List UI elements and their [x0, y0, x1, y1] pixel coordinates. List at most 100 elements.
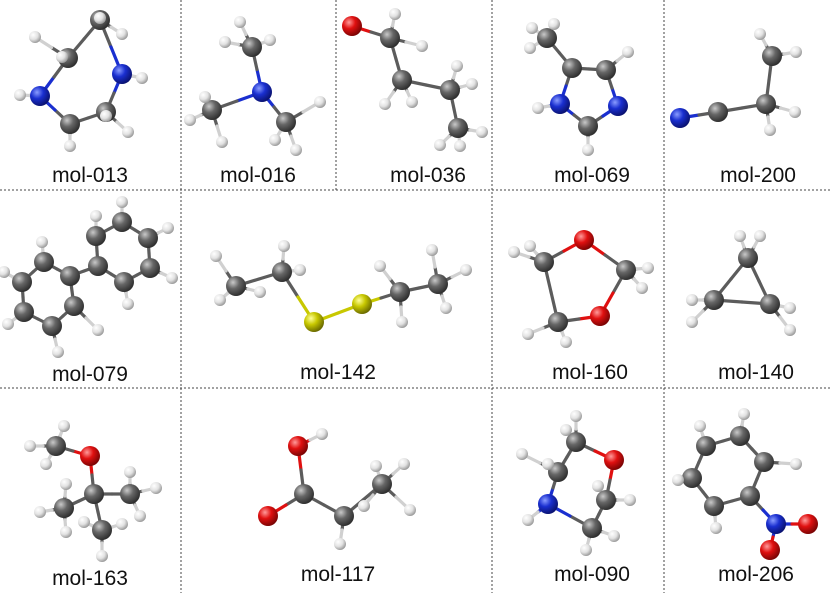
hydrogen-atom — [734, 230, 746, 242]
hydrogen-atom — [60, 526, 72, 538]
hydrogen-atom — [524, 42, 536, 54]
carbon-atom — [537, 28, 557, 48]
hydrogen-atom — [122, 298, 134, 310]
molecule-cell-mol-206: mol-206 — [672, 408, 818, 586]
hydrogen-atom — [278, 240, 290, 252]
carbon-atom — [754, 452, 774, 472]
sulfur-atom — [304, 312, 324, 332]
molecule-cell-mol-163: mol-163 — [24, 420, 162, 590]
hydrogen-atom — [476, 126, 488, 138]
hydrogen-atom — [166, 272, 178, 284]
hydrogen-atom — [60, 478, 72, 490]
hydrogen-atom — [116, 518, 128, 530]
hydrogen-atom — [789, 106, 801, 118]
carbon-atom — [708, 102, 728, 122]
molecule-cell-mol-117: mol-117 — [258, 428, 416, 586]
hydrogen-atom — [374, 260, 386, 272]
hydrogen-atom — [234, 16, 246, 28]
carbon-atom — [12, 272, 32, 292]
oxygen-atom — [604, 450, 624, 470]
hydrogen-atom — [398, 458, 410, 470]
hydrogen-atom — [434, 139, 446, 151]
hydrogen-atom — [764, 124, 776, 136]
molecule-cell-mol-160: mol-160 — [508, 230, 654, 384]
hydrogen-atom — [694, 420, 706, 432]
molecule-cell-mol-090: mol-090 — [516, 410, 636, 586]
nitrogen-atom — [538, 494, 558, 514]
carbon-atom — [562, 58, 582, 78]
hydrogen-atom — [116, 28, 128, 40]
hydrogen-atom — [316, 428, 328, 440]
carbon-atom — [760, 294, 780, 314]
carbon-atom — [616, 260, 636, 280]
hydrogen-atom — [14, 89, 26, 101]
carbon-atom — [226, 276, 246, 296]
hydrogen-atom — [122, 126, 134, 138]
nitrogen-atom — [112, 64, 132, 84]
hydrogen-atom — [389, 8, 401, 20]
carbon-atom — [440, 80, 460, 100]
hydrogen-atom — [622, 46, 634, 58]
hydrogen-atom — [592, 480, 604, 492]
hydrogen-atom — [64, 140, 76, 152]
hydrogen-atom — [334, 538, 346, 550]
carbon-atom — [448, 118, 468, 138]
molecule-label: mol-140 — [718, 361, 794, 384]
molecule-cell-mol-079: mol-079 — [0, 196, 178, 386]
hydrogen-atom — [314, 96, 326, 108]
hydrogen-atom — [582, 144, 594, 156]
hydrogen-atom — [754, 28, 766, 40]
carbon-atom — [582, 518, 602, 538]
nitrogen-atom — [766, 514, 786, 534]
hydrogen-atom — [36, 236, 48, 248]
molecule-label: mol-013 — [52, 164, 128, 187]
hydrogen-atom — [396, 316, 408, 328]
oxygen-atom — [590, 306, 610, 326]
carbon-atom — [740, 486, 760, 506]
hydrogen-atom — [150, 482, 162, 494]
molecule-label: mol-206 — [718, 563, 794, 586]
hydrogen-atom — [460, 264, 472, 276]
hydrogen-atom — [570, 410, 582, 422]
molecule-label: mol-163 — [52, 567, 128, 590]
carbon-atom — [138, 228, 158, 248]
molecule-cell-mol-069: mol-069 — [524, 18, 634, 187]
hydrogen-atom — [269, 134, 281, 146]
carbon-atom — [392, 70, 412, 90]
hydrogen-atom — [92, 324, 104, 336]
carbon-atom — [84, 484, 104, 504]
hydrogen-atom — [136, 72, 148, 84]
hydrogen-atom — [290, 144, 302, 156]
carbon-atom — [380, 28, 400, 48]
hydrogen-atom — [379, 98, 391, 110]
hydrogen-atom — [40, 458, 52, 470]
hydrogen-atom — [216, 136, 228, 148]
carbon-atom — [390, 282, 410, 302]
carbon-atom — [92, 520, 112, 540]
hydrogen-atom — [738, 408, 750, 420]
carbon-atom — [738, 248, 758, 268]
hydrogen-atom — [416, 40, 428, 52]
hydrogen-atom — [96, 550, 108, 562]
hydrogen-atom — [608, 530, 620, 542]
hydrogen-atom — [90, 210, 102, 222]
hydrogen-atom — [210, 250, 222, 262]
hydrogen-atom — [0, 266, 10, 278]
carbon-atom — [112, 212, 132, 232]
carbon-atom — [60, 114, 80, 134]
hydrogen-atom — [162, 222, 174, 234]
carbon-atom — [46, 436, 66, 456]
hydrogen-atom — [358, 500, 370, 512]
molecule-cell-mol-013: mol-013 — [14, 10, 148, 187]
hydrogen-atom — [58, 420, 70, 432]
hydrogen-atom — [508, 246, 520, 258]
carbon-atom — [596, 490, 616, 510]
hydrogen-atom — [78, 516, 90, 528]
hydrogen-atom — [524, 240, 536, 252]
nitrogen-atom — [550, 94, 570, 114]
carbon-atom — [294, 484, 314, 504]
molecule-label: mol-160 — [552, 361, 628, 384]
hydrogen-atom — [34, 506, 46, 518]
hydrogen-atom — [560, 336, 572, 348]
